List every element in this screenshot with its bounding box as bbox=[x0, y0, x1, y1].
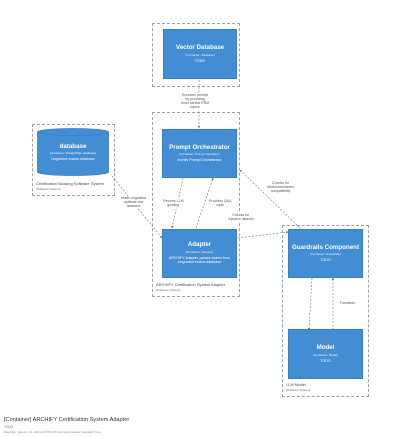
boundary-type: [Software System] bbox=[156, 288, 181, 292]
edge-label-forwards: Forwards bbox=[340, 301, 355, 306]
boundary-type: [Software System] bbox=[36, 187, 61, 191]
node-type: [Container: PostgreSQL database] bbox=[50, 151, 96, 155]
node-type: [Container: Prompt Generator] bbox=[179, 152, 220, 157]
external-system-boundary: Certification Booking Software System [S… bbox=[32, 124, 115, 196]
edge-label-checks-injection: Checks for injection attacks bbox=[228, 213, 254, 222]
node-type: [Container: Adapter] bbox=[186, 250, 213, 255]
edge-label-provides: Provides Q&A topic bbox=[209, 199, 232, 208]
node-type: [Container: Model] bbox=[313, 352, 338, 357]
node-title: Model bbox=[316, 344, 335, 352]
edge-label-returns: Returns LLM grading bbox=[163, 199, 184, 208]
node-description: Ungraded exams database bbox=[51, 157, 95, 161]
node-description: TODO bbox=[194, 58, 206, 63]
diagram-subtitle: TODO bbox=[4, 425, 14, 429]
edge-checks-injection bbox=[237, 231, 289, 239]
node-title: database bbox=[59, 143, 87, 150]
database-cylinder-icon bbox=[37, 128, 109, 176]
edge-provides bbox=[195, 177, 214, 229]
guardrails-component-container[interactable]: Guardrails Component [Container: Guardra… bbox=[288, 229, 363, 278]
node-title: Vector Database bbox=[175, 44, 225, 52]
boundary-label: ARCHIFY Certification System Adapter bbox=[156, 282, 226, 287]
diagram-title: [Container] ARCHIFY Certification System… bbox=[4, 417, 130, 423]
edge-checks-disclosure bbox=[239, 169, 303, 231]
edge-label-enriches: Enriches prompt by providing most simila… bbox=[181, 93, 210, 110]
edge-forwards-down bbox=[307, 277, 313, 331]
prompt-orchestrator-container[interactable]: Prompt Orchestrator [Container: Prompt G… bbox=[162, 129, 237, 178]
boundary-type: [Software System] bbox=[286, 388, 311, 392]
boundary-label: LLM Model bbox=[286, 382, 306, 387]
node-type: [Container: database] bbox=[185, 52, 215, 57]
edge-label-reads: reads ungraded aptitude test answers bbox=[121, 196, 147, 209]
node-title: Adapter bbox=[187, 241, 212, 249]
boundary-label: Certification Booking Software System bbox=[36, 181, 105, 186]
model-container[interactable]: Model [Container: Model] TODO bbox=[288, 329, 363, 379]
database-container[interactable]: database [Container: PostgreSQL database… bbox=[37, 128, 109, 176]
node-description: Archify Prompt Orchestrator bbox=[177, 158, 222, 163]
adapter-system-boundary: ARCHIFY Certification System Adapter [So… bbox=[152, 112, 240, 297]
llm-model-boundary: LLM Model [Software System] bbox=[282, 225, 369, 397]
diagram-timestamp: Saturday, January 13, 2024 at 9:59 AM Ce… bbox=[4, 430, 101, 434]
adapter-container[interactable]: Adapter [Container: Adapter] ARCHIFY Ada… bbox=[162, 229, 237, 278]
edge-label-checks-disclosure: Checks for disclosure/stereo compatibili… bbox=[267, 181, 295, 194]
node-title: Prompt Orchestrator bbox=[169, 143, 230, 151]
node-description: TODO bbox=[320, 358, 331, 363]
node-title: Guardrails Component bbox=[291, 243, 360, 251]
vector-db-boundary bbox=[152, 23, 240, 87]
node-description: ARCHIFY Adapter, parses exams from Ungra… bbox=[168, 256, 231, 265]
node-type: [Container: Guardrails] bbox=[310, 252, 341, 257]
node-description: TODO bbox=[320, 258, 331, 263]
vector-database-container[interactable]: Vector Database [Container: database] TO… bbox=[163, 29, 237, 79]
